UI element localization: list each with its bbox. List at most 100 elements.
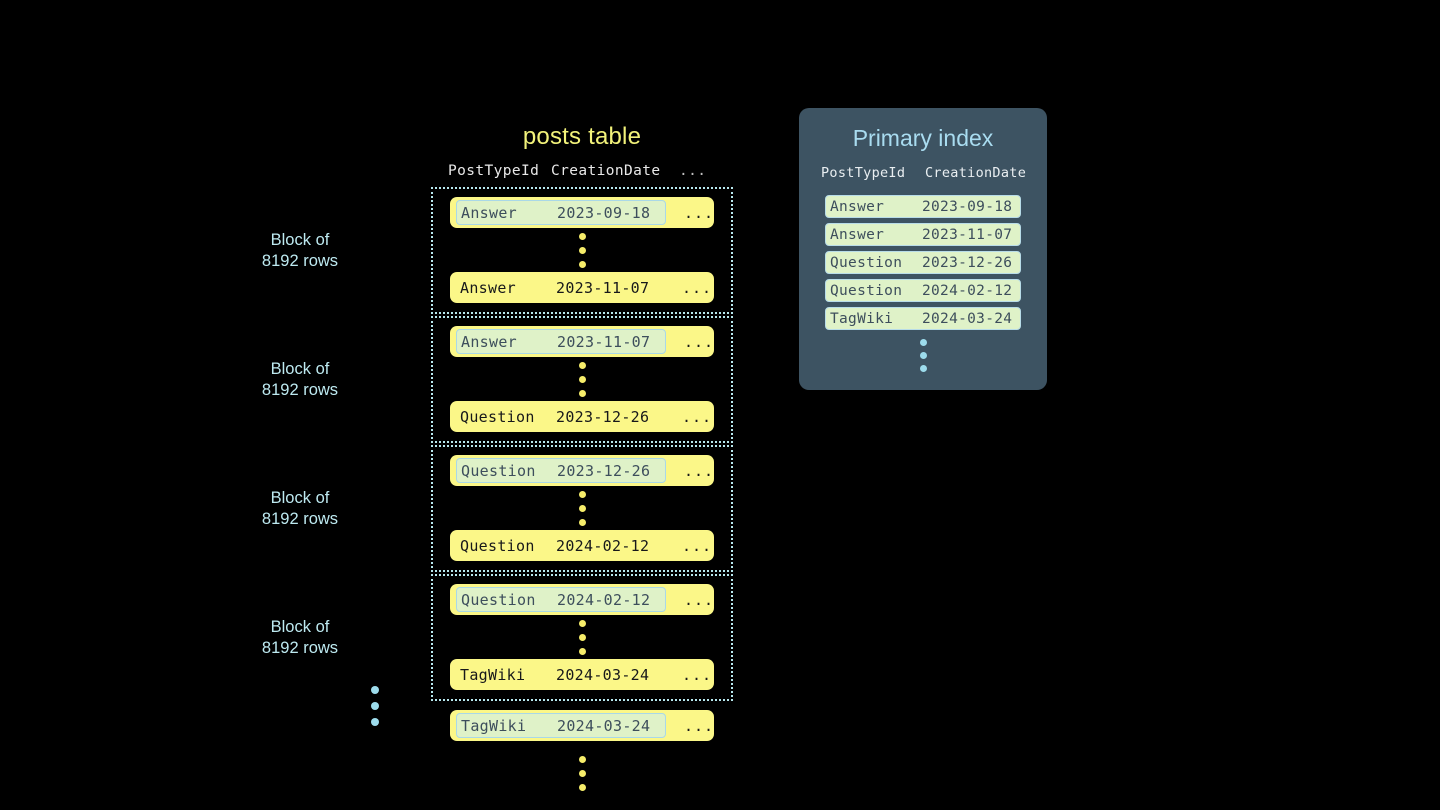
block-label: Block of 8192 rows [225, 488, 375, 530]
row-cells: Answer 2023-11-07 [456, 275, 664, 300]
cell-posttypeid: Question [461, 590, 536, 609]
block-label-line1: Block of [270, 488, 330, 507]
dot [578, 246, 586, 254]
vertical-ellipsis-dots-tail [431, 745, 733, 801]
cell-posttypeid: Question [460, 536, 535, 555]
column-header-ellipsis: ... [679, 163, 707, 179]
block-group: Block of 8192 rows Answer 2023-11-07 ...… [262, 316, 733, 443]
dot [919, 365, 927, 372]
cell-creationdate: 2023-09-18 [922, 198, 1013, 215]
dot [578, 490, 586, 498]
vertical-ellipsis-dots [433, 357, 731, 401]
cell-creationdate: 2023-09-18 [557, 203, 651, 222]
dot [578, 755, 586, 763]
row-cells: Question 2024-02-12 [456, 533, 664, 558]
table-row: TagWiki 2024-03-24 ... [450, 659, 714, 690]
posts-table-column-headers: PostTypeId CreationDate ... [431, 163, 733, 187]
dot [919, 339, 927, 346]
cell-ellipsis: ... [684, 203, 715, 222]
vertical-ellipsis-dots [433, 486, 731, 530]
block-label-line1: Block of [270, 230, 330, 249]
cell-posttypeid: TagWiki [460, 665, 526, 684]
dot [578, 633, 586, 641]
posts-table-title: posts table [522, 123, 642, 150]
dot [578, 619, 586, 627]
cell-creationdate: 2023-12-26 [557, 461, 651, 480]
vertical-ellipsis-dots [433, 615, 731, 659]
column-header-creationdate: CreationDate [551, 163, 661, 179]
index-row: Answer 2023-09-18 [825, 195, 1021, 218]
cell-creationdate: 2024-02-12 [557, 590, 651, 609]
index-column-header-posttypeid: PostTypeId [821, 165, 906, 181]
cell-creationdate: 2023-11-07 [556, 278, 650, 297]
cell-posttypeid: Question [461, 461, 536, 480]
dot [578, 232, 586, 240]
cell-posttypeid: Answer [461, 203, 517, 222]
primary-index-rows: Answer 2023-09-18 Answer 2023-11-07 Ques… [799, 195, 1047, 330]
cell-posttypeid: Answer [830, 226, 885, 243]
block-label-line2: 8192 rows [261, 251, 339, 270]
vertical-ellipsis-dots [433, 228, 731, 272]
table-row: Question 2023-12-26 ... [450, 455, 714, 486]
dot [578, 783, 586, 791]
block-label: Block of 8192 rows [225, 359, 375, 401]
posts-table-diagram: posts table PostTypeId CreationDate ... … [262, 120, 733, 801]
table-row: Question 2023-12-26 ... [450, 401, 714, 432]
block-group: Block of 8192 rows Answer 2023-09-18 ...… [262, 187, 733, 314]
row-cells: TagWiki 2024-03-24 [456, 662, 664, 687]
table-row: TagWiki 2024-03-24 ... [450, 710, 714, 741]
cell-posttypeid: Answer [461, 332, 517, 351]
row-cells: Answer 2023-11-07 [456, 329, 666, 354]
dot [371, 686, 379, 694]
cell-posttypeid: TagWiki [461, 716, 527, 735]
dot [371, 718, 379, 726]
row-cells: Question 2023-12-26 [456, 458, 666, 483]
block-label-line1: Block of [270, 617, 330, 636]
block-group: Block of 8192 rows Question 2023-12-26 .… [262, 445, 733, 572]
block-label: Block of 8192 rows [225, 617, 375, 659]
cell-posttypeid: TagWiki [830, 310, 894, 327]
block-group: Block of 8192 rows Question 2024-02-12 .… [262, 574, 733, 701]
cell-posttypeid: Question [830, 254, 903, 271]
cell-ellipsis: ... [682, 278, 713, 297]
column-header-posttypeid: PostTypeId [448, 163, 540, 179]
block-label: Block of 8192 rows [225, 230, 375, 272]
cell-creationdate: 2023-11-07 [557, 332, 651, 351]
cell-ellipsis: ... [684, 461, 715, 480]
cell-ellipsis: ... [682, 665, 713, 684]
dot [578, 260, 586, 268]
cell-creationdate: 2024-02-12 [556, 536, 650, 555]
dot [578, 375, 586, 383]
cell-ellipsis: ... [684, 332, 715, 351]
table-row: Question 2024-02-12 ... [450, 530, 714, 561]
cell-creationdate: 2024-03-24 [557, 716, 651, 735]
cell-creationdate: 2023-11-07 [922, 226, 1013, 243]
index-continuation-dots [799, 339, 1047, 372]
cell-posttypeid: Question [830, 282, 903, 299]
cell-posttypeid: Answer [830, 198, 885, 215]
index-column-header-creationdate: CreationDate [925, 165, 1027, 181]
dot [578, 647, 586, 655]
dot [919, 352, 927, 359]
cell-ellipsis: ... [684, 716, 715, 735]
dot [371, 702, 379, 710]
primary-index-column-headers: PostTypeId CreationDate [799, 165, 1047, 189]
cell-creationdate: 2023-12-26 [556, 407, 650, 426]
cell-posttypeid: Question [460, 407, 535, 426]
table-row: Answer 2023-11-07 ... [450, 272, 714, 303]
dot [578, 389, 586, 397]
dot [578, 518, 586, 526]
block-label-line2: 8192 rows [261, 380, 339, 399]
block-continuation-dots [371, 686, 379, 726]
cell-creationdate: 2023-12-26 [922, 254, 1013, 271]
cell-ellipsis: ... [682, 536, 713, 555]
table-row: Answer 2023-11-07 ... [450, 326, 714, 357]
block-label-line2: 8192 rows [261, 509, 339, 528]
dot [578, 504, 586, 512]
cell-creationdate: 2024-03-24 [556, 665, 650, 684]
cell-ellipsis: ... [684, 590, 715, 609]
block-label-line1: Block of [270, 359, 330, 378]
block-label-line2: 8192 rows [261, 638, 339, 657]
cell-creationdate: 2024-02-12 [922, 282, 1013, 299]
